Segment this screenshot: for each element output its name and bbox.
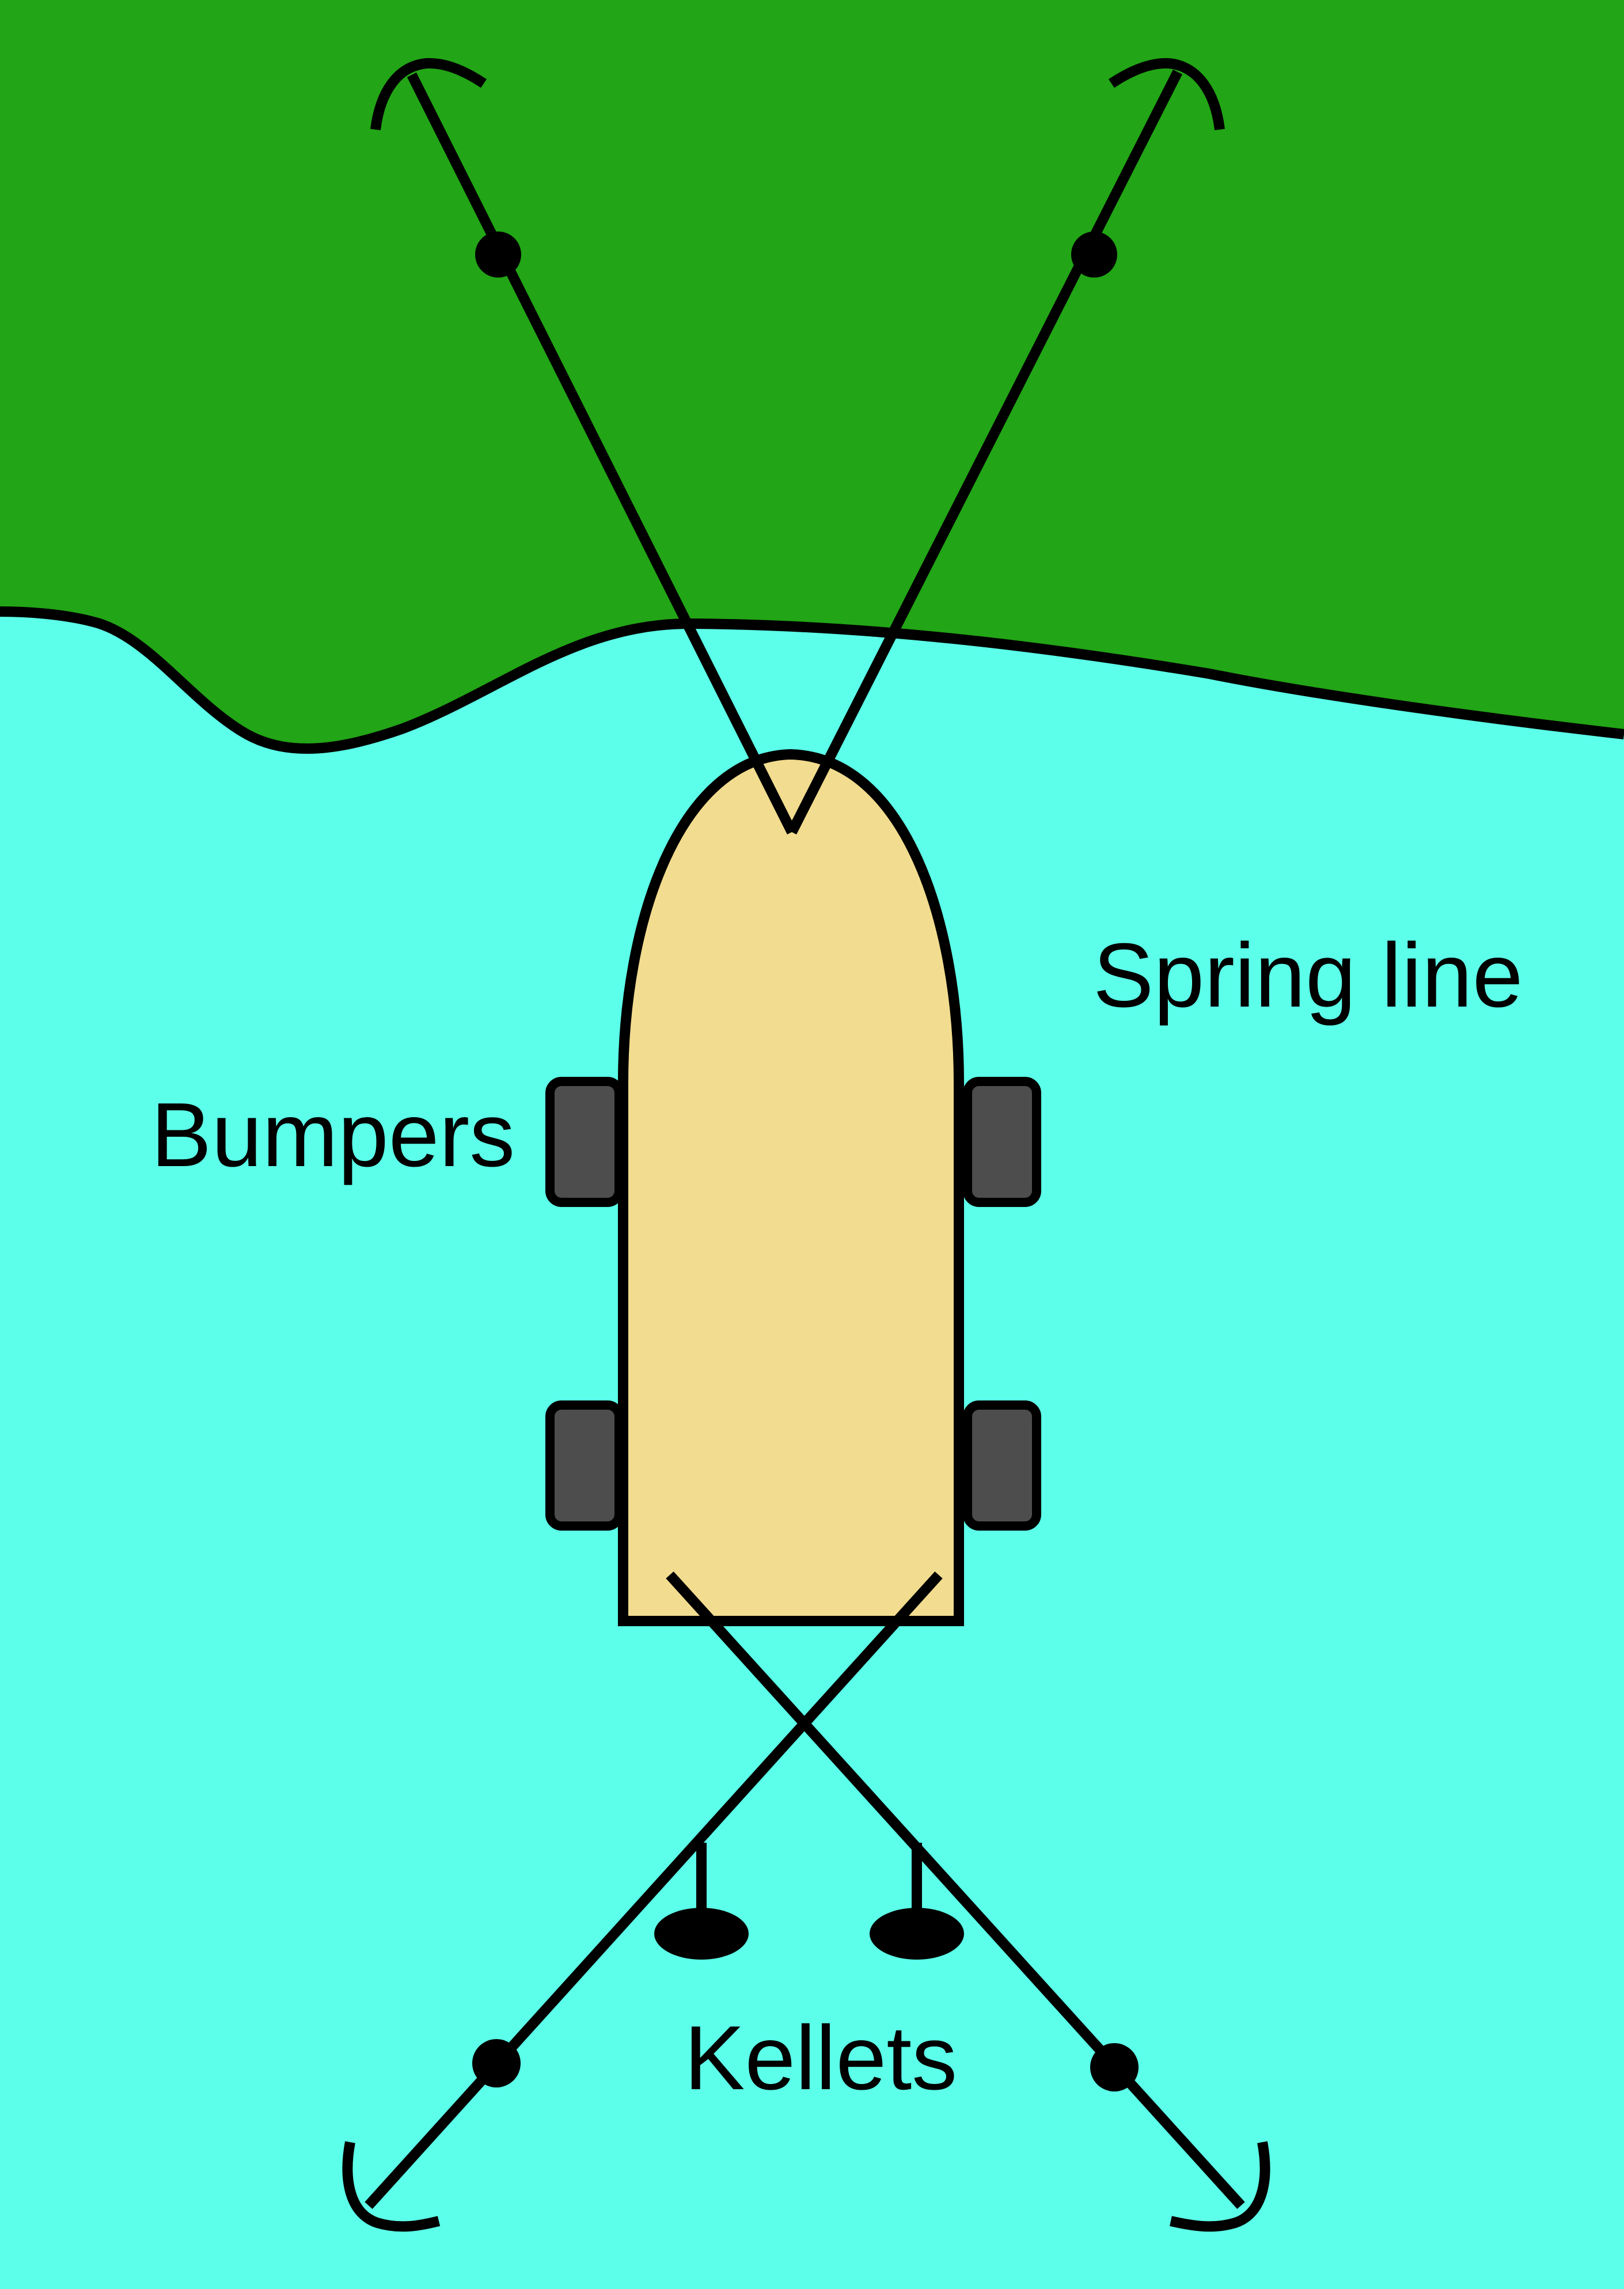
bumper-rear-left (545, 1400, 624, 1531)
stern-line-right (666, 1571, 1245, 2210)
shoreline (0, 606, 1624, 754)
kellet-bottom-right (1090, 2043, 1139, 2091)
label-spring-line: Spring line (1093, 925, 1523, 1026)
anchor-hook-bottom-left (342, 2141, 441, 2232)
bow-line-right (787, 69, 1183, 835)
kellet-weight-right (870, 1908, 964, 1960)
bumper-front-left (545, 1077, 624, 1207)
land (0, 0, 1624, 749)
bumper-front-right (963, 1077, 1041, 1207)
bumper-rear-right (963, 1400, 1041, 1531)
kellet-top-left (475, 231, 521, 278)
bow-line-left (407, 72, 797, 835)
label-bumpers: Bumpers (151, 1084, 515, 1186)
anchor-hook-top-right (1109, 58, 1225, 131)
label-kellets: Kellets (684, 2007, 957, 2109)
kellet-top-right (1071, 231, 1117, 278)
anchor-hook-bottom-right (1170, 2141, 1270, 2232)
kellet-weight-left (654, 1908, 749, 1960)
kellet-bottom-left (472, 2039, 521, 2087)
boat-hull (618, 749, 964, 1626)
anchor-hook-top-left (370, 58, 487, 131)
stern-line-left (365, 1571, 943, 2210)
